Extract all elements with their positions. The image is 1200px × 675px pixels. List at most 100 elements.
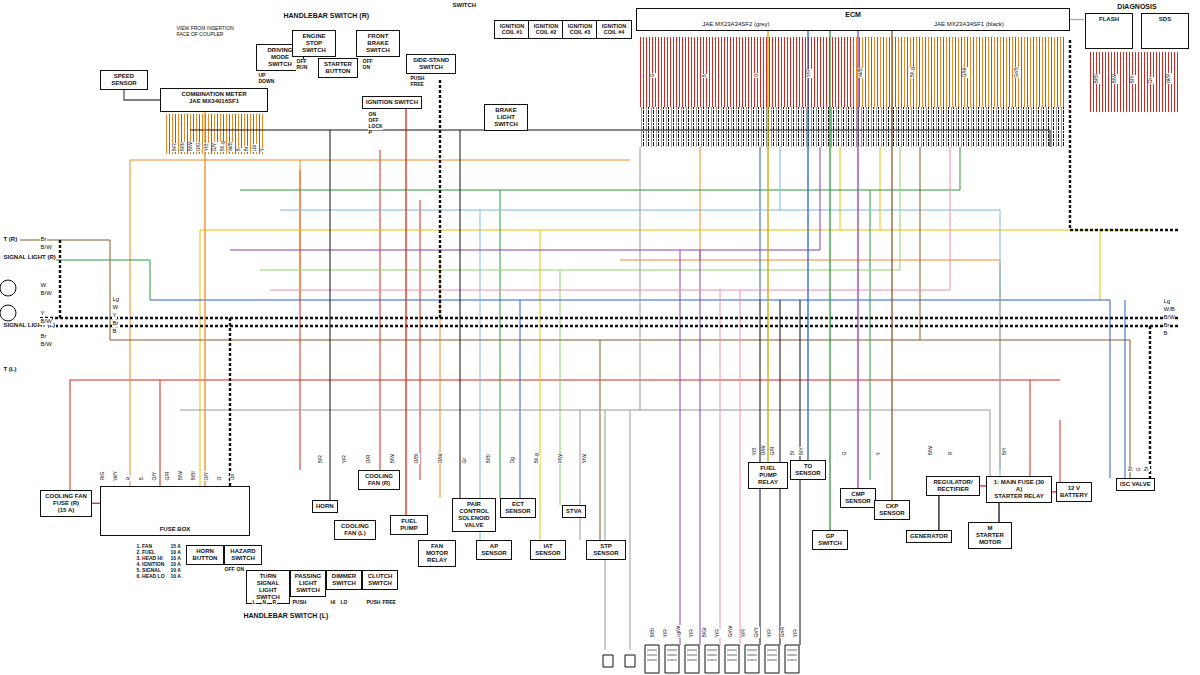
component-name: JAE MX23A34SF1 (black) [934,21,1004,28]
wire-code: Y/R [689,629,695,638]
pin-code: G/R [165,471,171,481]
component-name: PAIR CONTROL SOLENOID VALVE [456,501,492,529]
switch-box: ENGINE STOP SWITCH [292,30,336,57]
component-name: AP SENSOR [480,543,508,557]
coil-box: IGNITION COIL #4 [596,20,632,39]
component-name: DIAGNOSIS [1085,3,1189,11]
fuse-name: 1. FAN [136,544,153,550]
pin-code: Y [260,148,266,152]
wire-code: B/W [40,290,52,297]
wire-connector [124,90,160,100]
wire-code: O/W [761,445,767,456]
wire-code: G [842,451,848,456]
wire-code: B/W [390,454,396,464]
switch-position: R [272,600,277,606]
valve-box: PAIR CONTROL SOLENOID VALVE [452,498,496,532]
pin-code: B [139,477,145,481]
pin-code: B [702,74,708,78]
button-box: HORN BUTTON [186,545,224,565]
relay-box: 1: MAIN FUSE (30 A)STARTER RELAY [986,476,1052,503]
wire-code: Y/R [767,629,773,638]
component-name: HORN BUTTON [190,548,220,562]
component-name: CKP SENSOR [878,503,906,517]
component-name: REGULATOR/ RECTIFIER [930,479,976,493]
fuse-box: COOLING FAN FUSE (R)(15 A) [40,490,92,517]
component-name: HAZARD SWITCH [228,548,258,562]
wire-code: Y/W [582,454,588,464]
switch-box: SIDE-STAND SWITCH [406,54,456,74]
wire-code: Lg/W [676,625,682,638]
sensor-box: AP SENSOR [476,540,512,560]
component-name: FLASH [1089,16,1129,23]
component-name: ECT SENSOR [504,501,532,515]
wire-code: G/R [770,446,776,456]
wire-code: Gr/W [728,625,734,638]
component-name: TURN SIGNAL LIGHT SWITCH [250,573,286,601]
component-name: GENERATOR [910,533,948,540]
horn-box: HORN [312,500,338,513]
motor-box: MSTARTER MOTOR [968,522,1012,549]
pin-code: O/Y [204,471,210,481]
pin-code: B/Bl [1094,74,1100,84]
switch-position: ON [236,567,245,573]
component-name: IGNITION SWITCH [366,99,418,106]
pin-code: B/Lg [910,67,916,78]
pin-code: Y/B [204,143,210,152]
connector-row: JAE MX23A34SF2 (grey)JAE MX23A34SF1 (bla… [640,21,1066,28]
component-name: 1: MAIN FUSE (30 A) [990,479,1048,493]
component-name: STARTER BUTTON [322,61,354,75]
switch-position: PUSH [366,600,381,606]
fuse-rating: 10 A [170,574,181,580]
switch-box: GP SWITCH [812,530,848,550]
component-name: ENGINE STOP SWITCH [296,33,332,54]
component-name: COOLING FAN FUSE (R) [44,493,88,507]
component-name: (15 A) [44,507,88,514]
wire-code: B/W [40,318,52,325]
wire-code: B [112,328,117,335]
wire-code: Br [1144,466,1150,472]
component-name: STARTER MOTOR [972,532,1008,546]
pin-code: B/R [172,143,178,152]
wire-code: Bl [1128,467,1134,472]
wire-connector [807,31,808,460]
component-name: COMBINATION METER [164,91,264,98]
coil-box: IGNITION COIL #1 [494,20,530,39]
component-name: IAT SENSOR [534,543,562,557]
fuse-rating: 15 A [170,544,181,550]
wire-connector [92,503,100,504]
pin-code: B/W [1112,74,1118,84]
component-name: FRONT BRAKE SWITCH [360,33,396,54]
wire-code: B/Bl [650,628,656,638]
sensor-box: CKP SENSOR [874,500,910,520]
wire-code: B/Y [799,447,805,456]
wire-connector [998,503,999,522]
wire-connector [767,31,768,462]
switch-position: OFF [296,59,307,65]
battery-box: 12 VBATTERY [1056,482,1092,502]
pin-code: G [650,73,656,78]
wire-connector [405,109,406,515]
pin-code: W/Y [113,471,119,481]
component-name: COOLING FAN (R) [362,473,396,487]
wire-code: G [1136,467,1142,472]
pin-code: W/B [228,142,234,152]
meter-box: COMBINATION METERJAE MX34016SF1 [160,88,268,112]
component-label: SWITCH [452,2,477,9]
fuse-rating: 10 A [170,562,181,568]
wire-code: O/Bl [414,453,420,464]
wire-code: W [40,282,47,289]
component-name: SPEED SENSOR [104,73,144,87]
wire-code: Y [876,452,882,456]
component-name: STARTER RELAY [990,493,1048,500]
component-name: DIMMER SWITCH [330,573,358,587]
component-name: JAE MX34016SF1 [164,98,264,105]
component-name: STVA [566,508,582,515]
component-name: SIDE-STAND SWITCH [410,57,452,71]
pin-code: Br [244,146,250,152]
wire-code: Br [40,333,47,340]
switch-position: LO [340,600,348,606]
component-name: IGNITION COIL #1 [498,23,526,36]
component-label: T (L) [3,366,17,373]
pin-code: O [754,73,760,78]
switch-position: OFF [368,118,379,124]
